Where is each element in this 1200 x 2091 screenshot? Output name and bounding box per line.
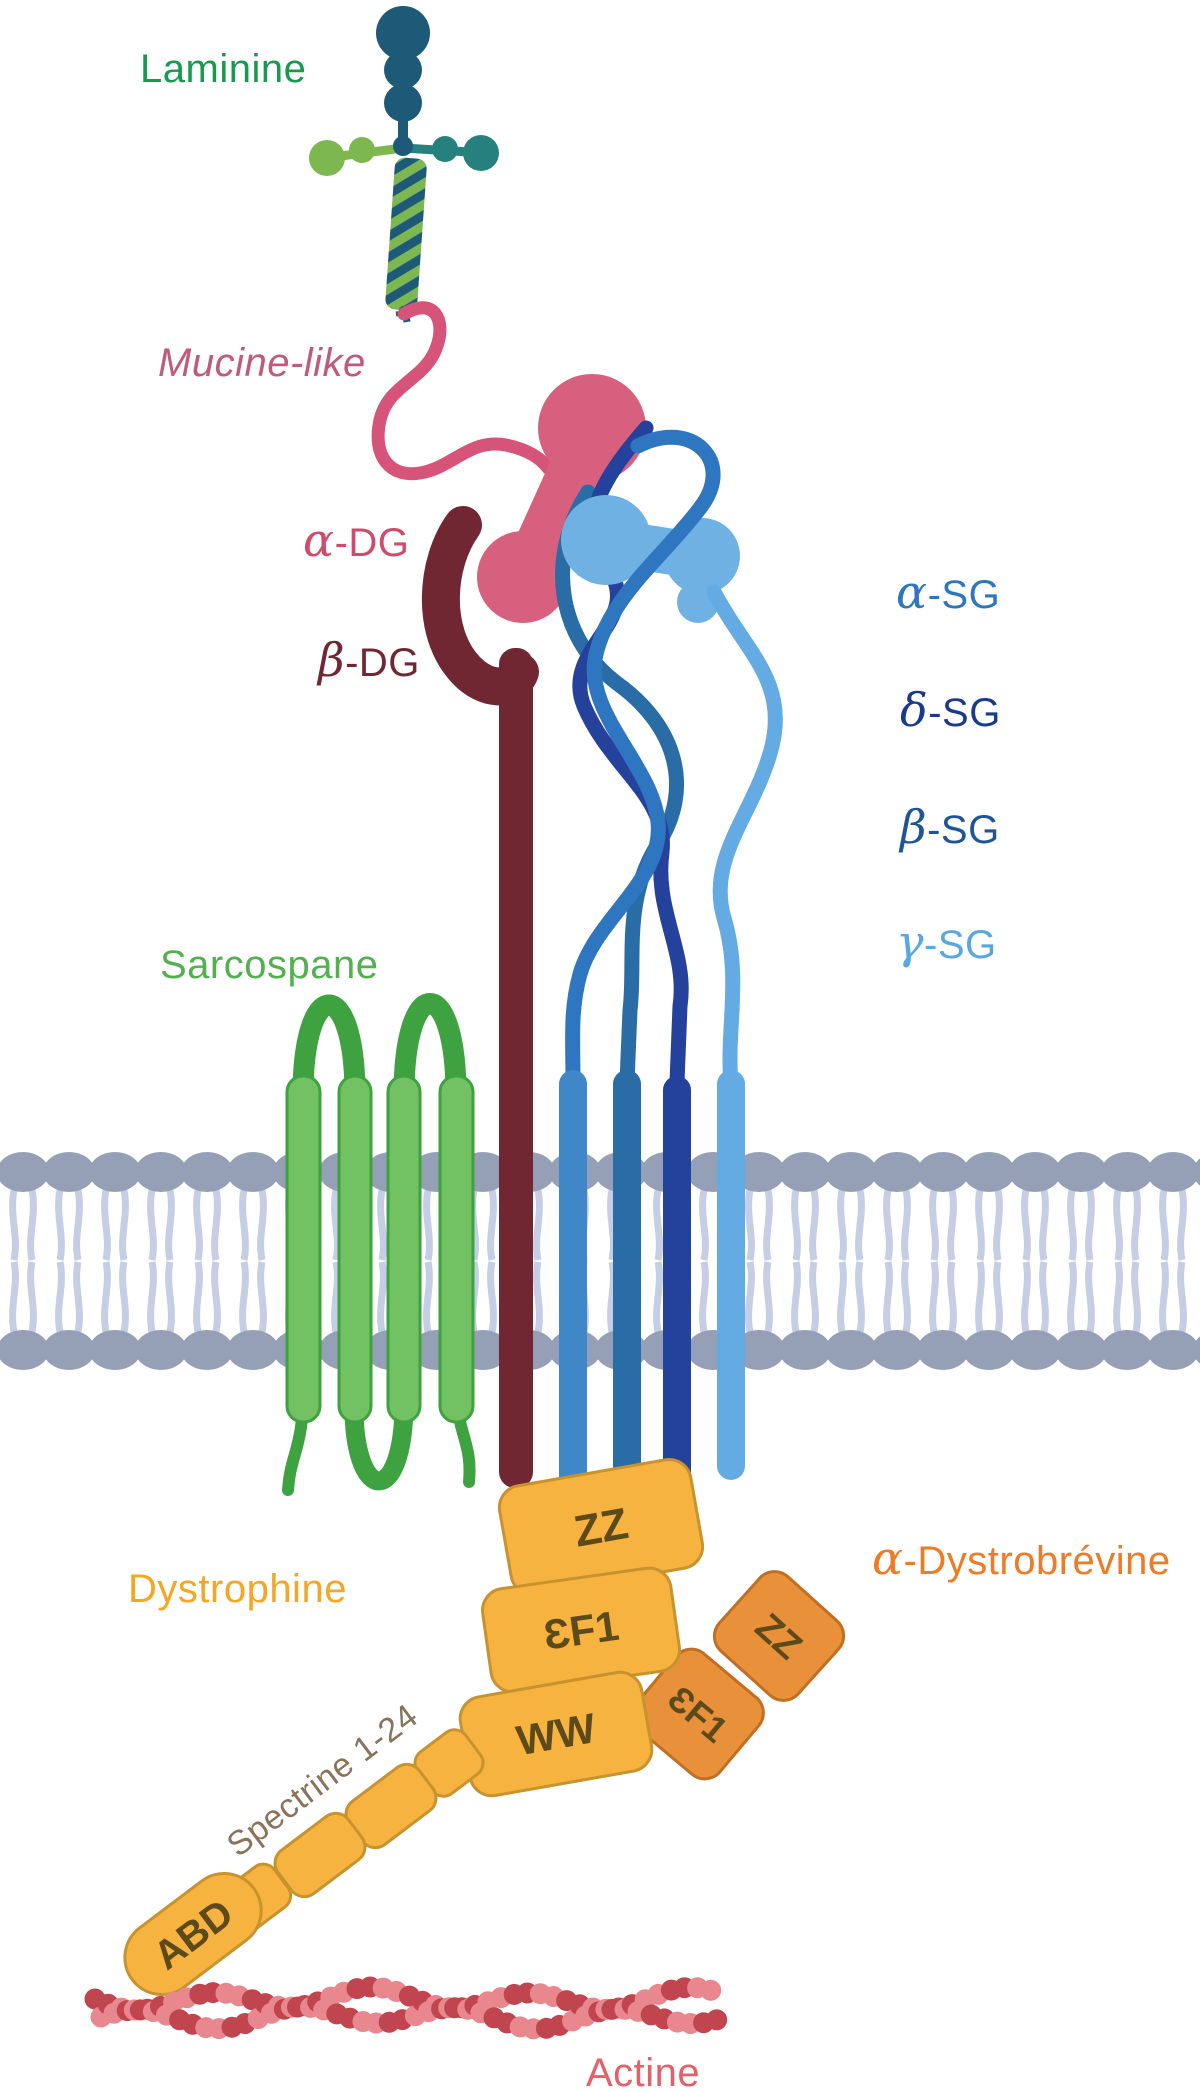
gamma-sg-rest: -SG (924, 923, 997, 967)
mucine-like-label: Mucine-like (158, 341, 366, 385)
gamma-sg-label: γ-SG (896, 915, 997, 969)
delta-sg-greek: δ (900, 683, 928, 737)
alpha-sg-label: α-SG (896, 565, 1000, 619)
alpha-dg-greek: α (303, 513, 335, 567)
beta-dg-greek: β (316, 633, 345, 687)
alpha-dg-label: α-DG (303, 513, 409, 567)
alpha-sg-rest: -SG (928, 573, 1001, 617)
gamma-sg-strand (706, 584, 783, 1090)
dystrobrevine-rest: -Dystrobrévine (904, 1539, 1171, 1583)
beta-dystroglycan-protein (421, 506, 539, 1488)
actin-bead (700, 1979, 722, 2001)
alpha-sg-greek: α (896, 565, 928, 619)
dystrophin-zz-domain-label: ZZ (570, 1499, 631, 1557)
beta-dg-rest: -DG (345, 641, 420, 685)
sarcospane-label: Sarcospane (160, 943, 378, 987)
dystrophin-ef1-domain-label: ƐF1 (540, 1602, 621, 1659)
mucine-like-chain (371, 301, 555, 481)
actine-label: Actine (586, 2051, 700, 2091)
beta-sg-greek: β (898, 800, 927, 854)
alpha-dg-rest: -DG (335, 521, 410, 565)
laminin-coiled-coil (385, 157, 427, 311)
dystrophine-label: Dystrophine (128, 1567, 347, 1611)
gamma-sg-greek: γ (896, 915, 924, 969)
dystrobrevine-greek: α (872, 1531, 904, 1585)
diagram-labels: Laminine Mucine-like α-DG β-DG α-SG δ-SG… (128, 47, 1171, 2091)
dystrophin-protein: ZZ ƐF1 WW ABD (123, 1457, 705, 1996)
lipid-bilayer-membrane (0, 1150, 1200, 1372)
sarcoglycan-strands-front (565, 429, 783, 1090)
beta-sg-rest: -SG (927, 808, 1000, 852)
laminin-molecule (309, 6, 499, 323)
laminine-label: Laminine (140, 47, 306, 91)
sarcospan-protein (282, 993, 476, 1496)
sarcoglycan-tm-bars (559, 1070, 745, 1490)
delta-sg-label: δ-SG (900, 683, 1001, 737)
delta-sg-rest: -SG (928, 691, 1001, 735)
dystrobrevine-protein: ƐF1 ZZ (631, 1570, 846, 1781)
beta-sg-strand (555, 484, 685, 1090)
beta-sg-label: β-SG (898, 800, 1000, 854)
alpha-sg-strand (565, 429, 721, 1090)
dystrobrevine-label: α-Dystrobrévine (872, 1531, 1171, 1585)
actin-filament (84, 1976, 728, 2040)
actin-bead (706, 2009, 728, 2031)
beta-dg-label: β-DG (316, 633, 420, 687)
